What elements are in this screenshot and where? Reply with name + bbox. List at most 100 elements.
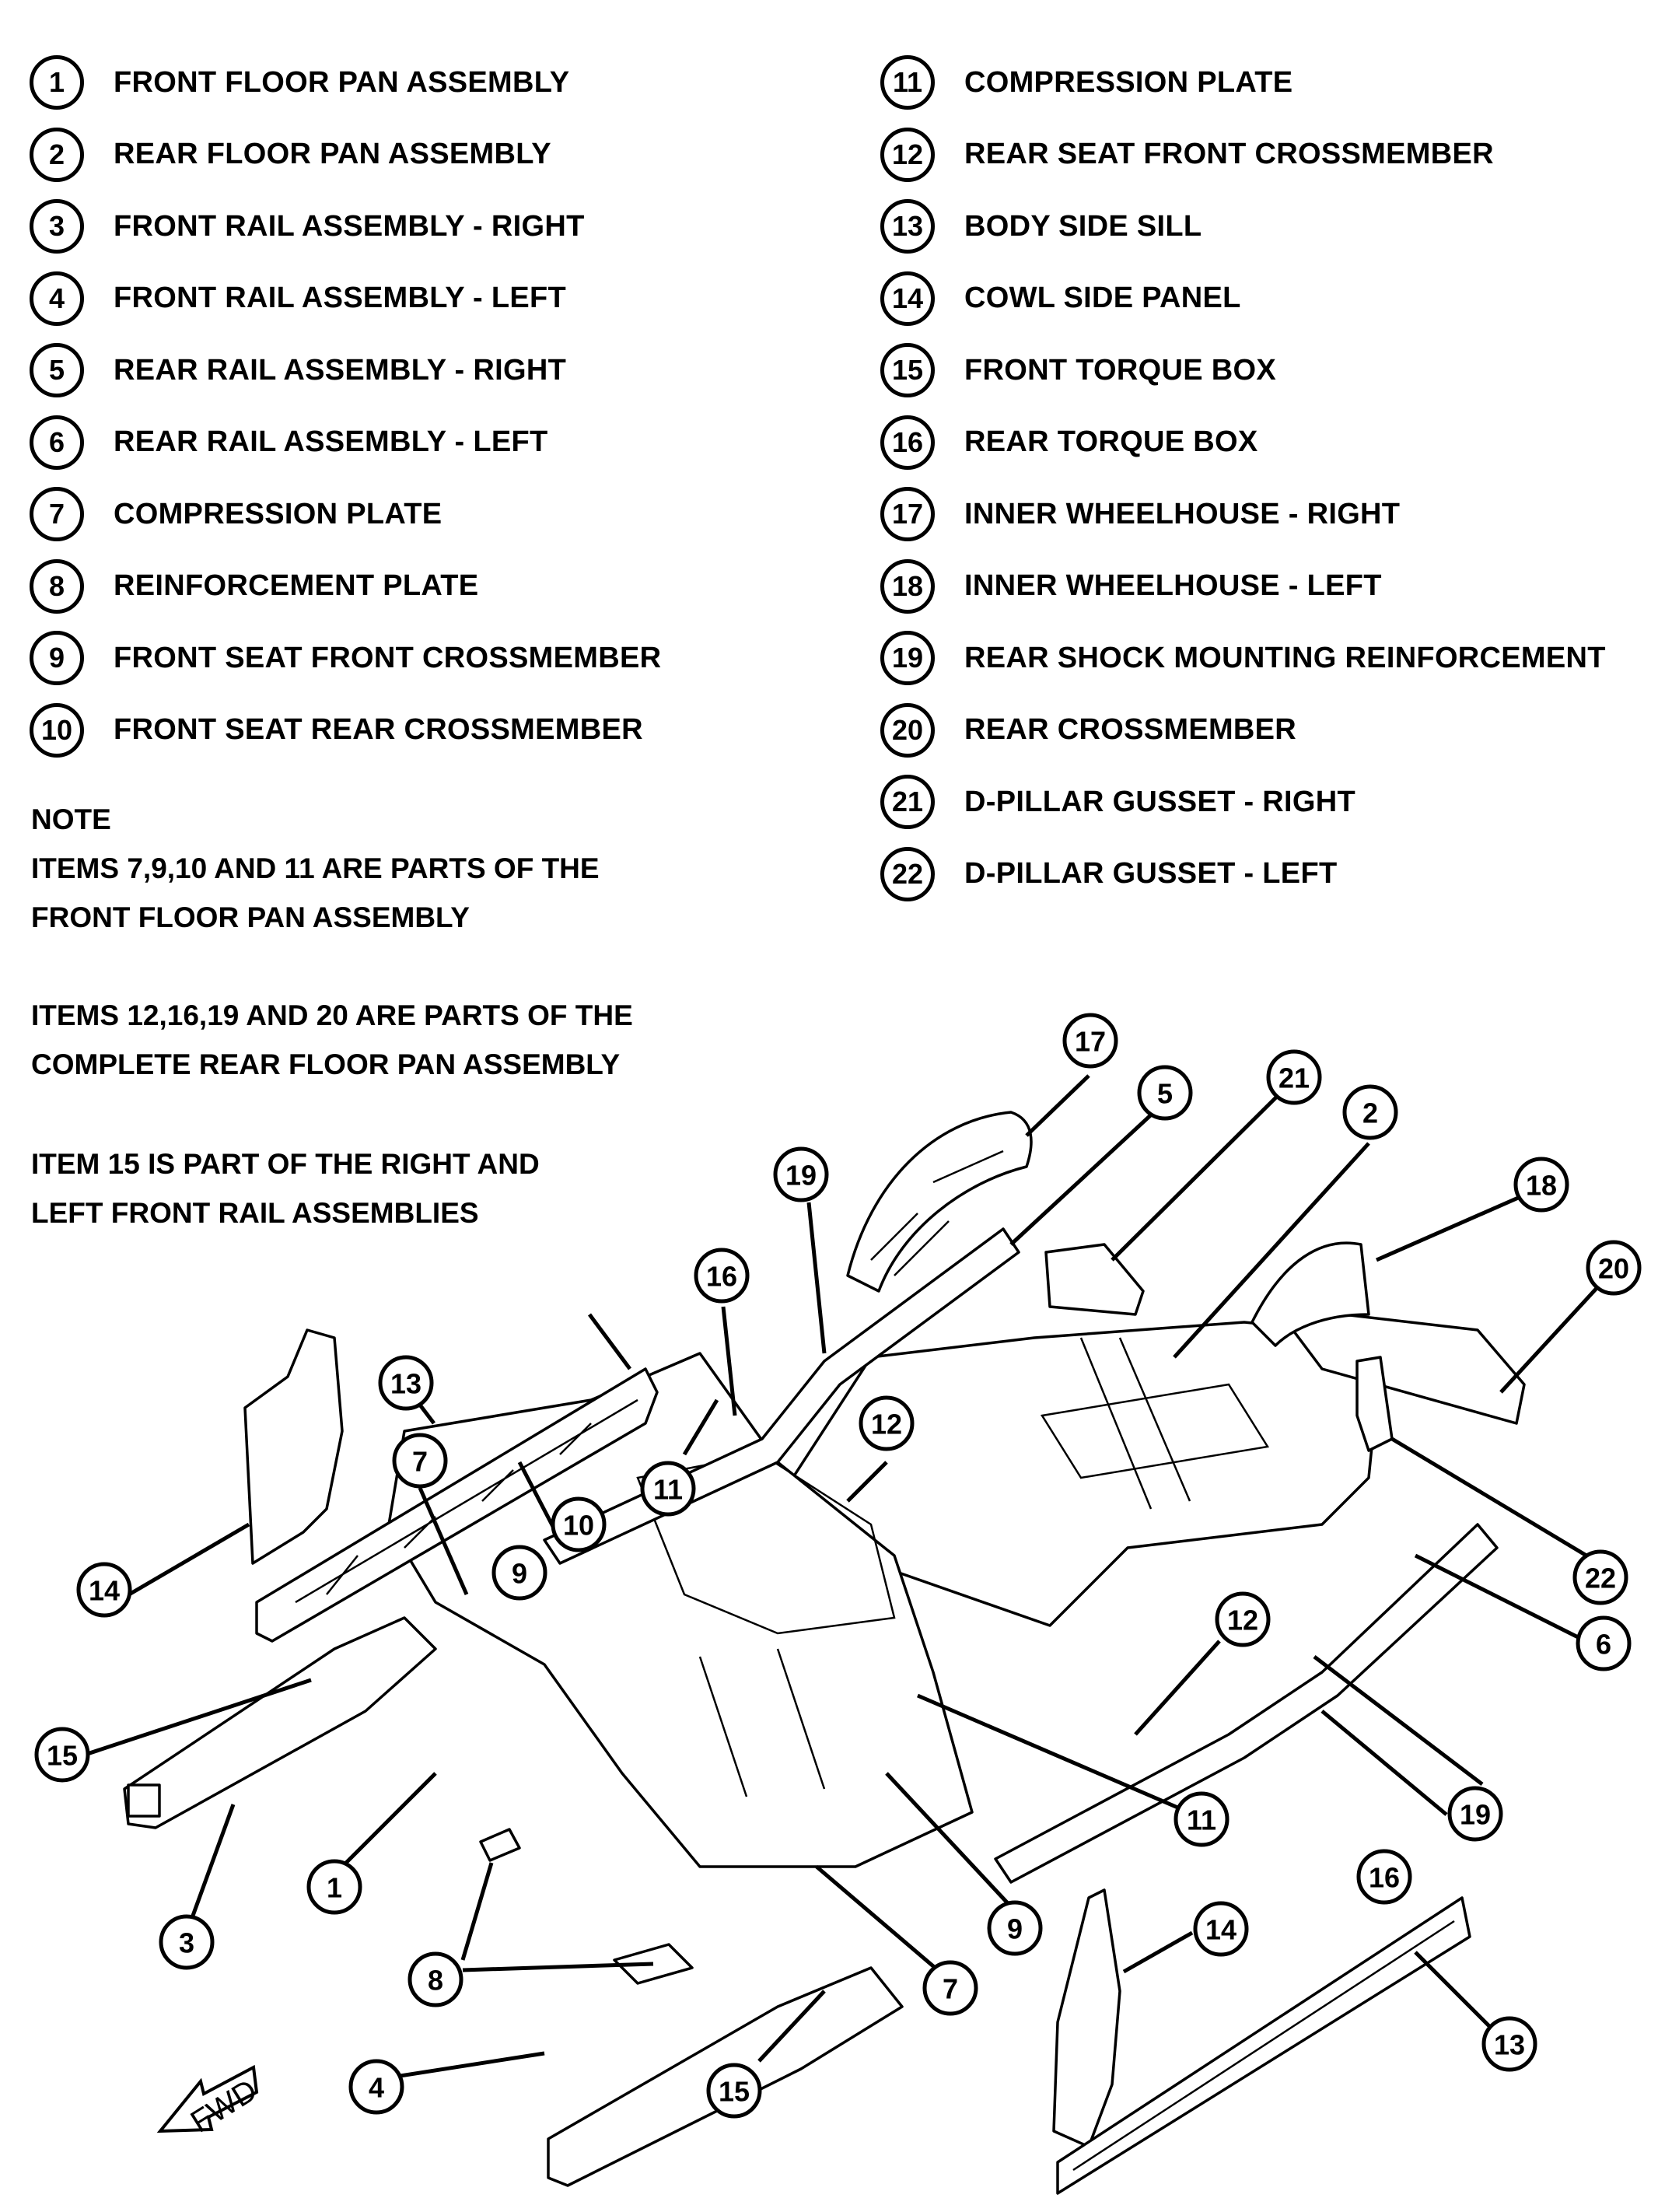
legend-number-badge: 5 xyxy=(30,343,84,398)
reinforcement-plate-1 xyxy=(479,1828,521,1862)
callout-number: 20 xyxy=(1598,1253,1629,1285)
callout-circle xyxy=(1174,1791,1230,1847)
callout-circle xyxy=(1576,1615,1632,1671)
callout-number: 11 xyxy=(653,1474,683,1506)
callout-number: 21 xyxy=(1278,1062,1310,1094)
callout-number: 15 xyxy=(47,1740,78,1772)
callout-circle xyxy=(1342,1084,1398,1140)
legend-number-badge: 9 xyxy=(30,631,84,686)
legend-label: REAR SHOCK MOUNTING REINFORCEMENT xyxy=(964,641,1606,674)
front-rail-right-end xyxy=(127,1783,161,1818)
callout-6: 6 xyxy=(1576,1615,1632,1671)
callout-4: 4 xyxy=(348,2059,404,2115)
callout-number: 1 xyxy=(327,1872,342,1904)
callout-number: 12 xyxy=(1227,1605,1258,1636)
callout-number: 16 xyxy=(706,1261,737,1293)
callout-circle xyxy=(922,1960,978,2016)
legend-label: BODY SIDE SILL xyxy=(964,209,1202,243)
callout-number: 17 xyxy=(1075,1026,1106,1058)
legend-number-badge: 15 xyxy=(880,343,935,398)
callout-circle xyxy=(773,1146,829,1202)
callout-circle xyxy=(159,1914,215,1970)
legend-number-badge: 2 xyxy=(30,127,84,182)
legend-label: REAR CROSSMEMBER xyxy=(964,713,1297,747)
callout-circle xyxy=(1481,2016,1537,2072)
callout-circle xyxy=(551,1496,607,1552)
legend-row: 5 REAR RAIL ASSEMBLY - RIGHT xyxy=(30,334,661,407)
callout-number: 14 xyxy=(89,1575,120,1607)
legend-label: REAR SEAT FRONT CROSSMEMBER xyxy=(964,138,1494,171)
note-heading: NOTE xyxy=(31,803,111,835)
callout-14: 14 xyxy=(76,1562,132,1618)
callout-number: 13 xyxy=(1494,2029,1525,2061)
note-block-2: ITEMS 12,16,19 AND 20 ARE PARTS OF THE C… xyxy=(31,991,633,1089)
legend-label: FRONT RAIL ASSEMBLY - RIGHT xyxy=(114,209,585,243)
callout-7: 7 xyxy=(392,1433,448,1489)
callout-number: 8 xyxy=(428,1965,443,1997)
body-side-sill-right xyxy=(255,1367,659,1643)
legend-number-badge: 1 xyxy=(30,55,84,110)
callout-circle xyxy=(348,2059,404,2115)
note-2-line-2: COMPLETE REAR FLOOR PAN ASSEMBLY xyxy=(31,1048,621,1080)
callout-13: 13 xyxy=(1481,2016,1537,2072)
rear-floor-detail xyxy=(1040,1337,1270,1510)
callout-11: 11 xyxy=(640,1461,696,1517)
callout-2: 2 xyxy=(1342,1084,1398,1140)
note-3-line-2: LEFT FRONT RAIL ASSEMBLIES xyxy=(31,1197,479,1229)
callout-circle xyxy=(392,1433,448,1489)
legend-number-badge: 12 xyxy=(880,127,935,182)
rear-crossmember xyxy=(1274,1305,1526,1425)
callout-11: 11 xyxy=(1174,1791,1230,1847)
legend-number-badge: 6 xyxy=(30,415,84,470)
callout-circle xyxy=(34,1727,90,1783)
legend-label: REAR RAIL ASSEMBLY - RIGHT xyxy=(114,353,567,387)
callout-16: 16 xyxy=(694,1248,750,1304)
callout-circle xyxy=(706,2063,762,2119)
callout-22: 22 xyxy=(1572,1549,1628,1605)
d-pillar-gusset-right xyxy=(1044,1243,1145,1316)
legend-label: COWL SIDE PANEL xyxy=(964,282,1241,315)
legend-row: 12 REAR SEAT FRONT CROSSMEMBER xyxy=(880,119,1606,191)
legend-number-badge: 8 xyxy=(30,558,84,614)
callout-19: 19 xyxy=(773,1146,829,1202)
legend-number-badge: 18 xyxy=(880,558,935,614)
legend-label: INNER WHEELHOUSE - LEFT xyxy=(964,569,1382,603)
callout-number: 7 xyxy=(943,1973,958,2005)
callout-number: 9 xyxy=(1007,1913,1023,1945)
callout-17: 17 xyxy=(1062,1013,1118,1069)
callout-circle xyxy=(987,1900,1043,1956)
callout-circle xyxy=(1586,1240,1642,1296)
fwd-arrow: FWD xyxy=(156,2064,263,2140)
legend-row: 18 INNER WHEELHOUSE - LEFT xyxy=(880,551,1606,623)
callout-9: 9 xyxy=(491,1545,547,1601)
sill-left-detail xyxy=(1072,1920,1455,2172)
callout-circle xyxy=(1137,1065,1193,1121)
cowl-side-left xyxy=(1052,1888,1121,2148)
callout-circle xyxy=(640,1461,696,1517)
callout-21: 21 xyxy=(1266,1049,1322,1105)
legend-label: FRONT RAIL ASSEMBLY - LEFT xyxy=(114,282,567,315)
legend-number-badge: 17 xyxy=(880,487,935,542)
callout-10: 10 xyxy=(551,1496,607,1552)
callout-number: 14 xyxy=(1205,1914,1237,1946)
callout-18: 18 xyxy=(1513,1157,1569,1213)
d-pillar-gusset-left xyxy=(1355,1356,1394,1452)
callout-number: 3 xyxy=(179,1927,194,1959)
legend-label: D-PILLAR GUSSET - LEFT xyxy=(964,857,1338,891)
callout-9: 9 xyxy=(987,1900,1043,1956)
callout-number: 12 xyxy=(871,1409,902,1440)
wheelhouse-left xyxy=(1250,1241,1370,1347)
callout-12: 12 xyxy=(1215,1591,1271,1647)
callout-7: 7 xyxy=(922,1960,978,2016)
